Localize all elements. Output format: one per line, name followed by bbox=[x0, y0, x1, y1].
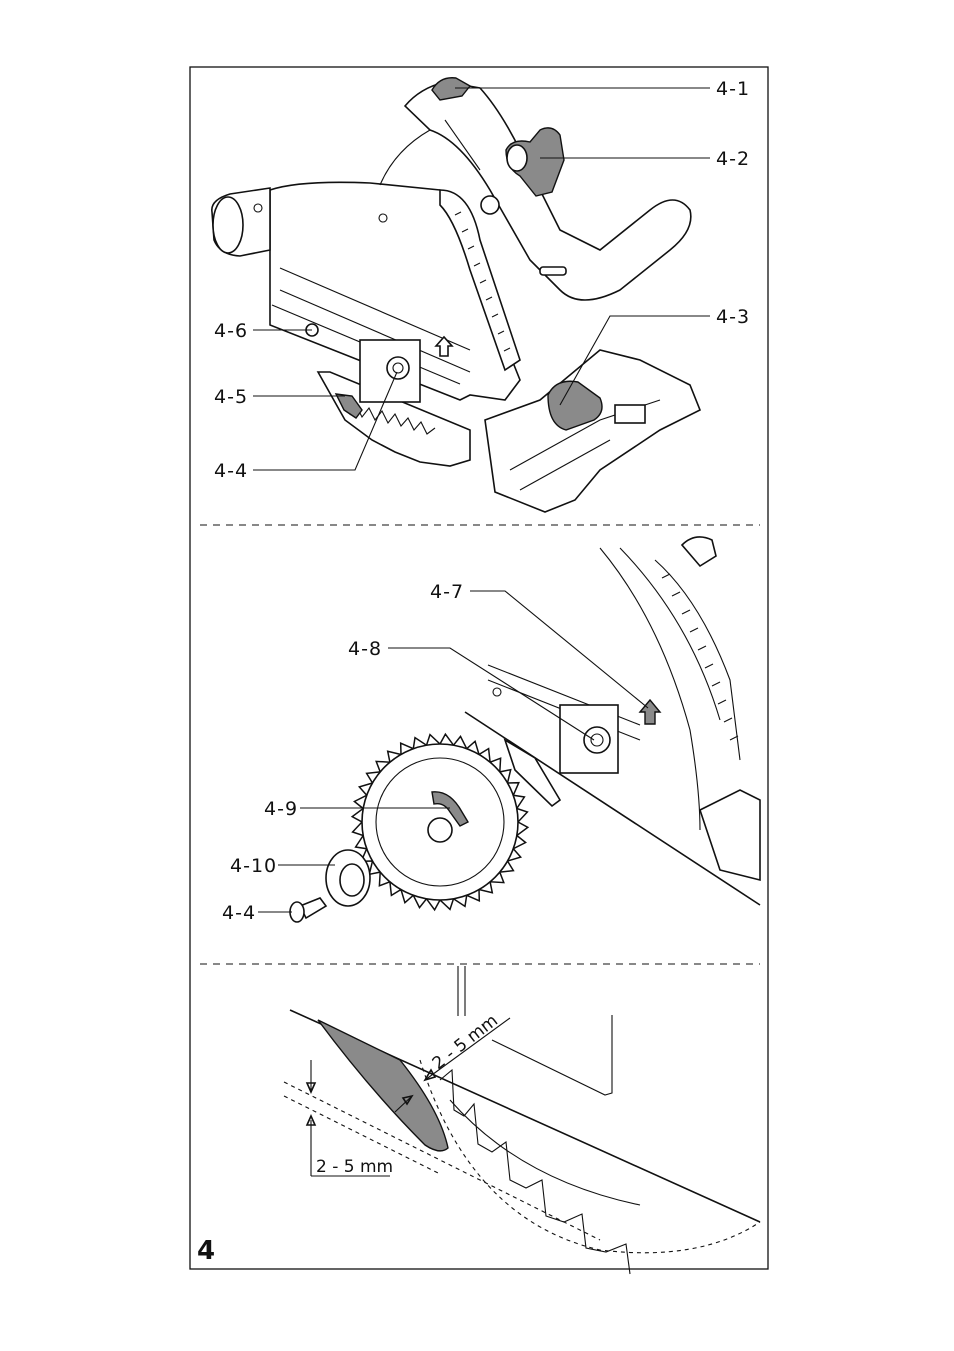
callout-4-6: 4-6 bbox=[214, 320, 248, 342]
callout-4-5: 4-5 bbox=[214, 386, 248, 408]
callout-4-3: 4-3 bbox=[716, 306, 750, 328]
callout-4-4: 4-4 bbox=[214, 460, 248, 482]
callout-4-9: 4-9 bbox=[264, 798, 298, 820]
callout-4-2: 4-2 bbox=[716, 148, 750, 170]
dimension-gap-side: 2 - 5 mm bbox=[316, 1157, 393, 1177]
panel-blade-change bbox=[289, 536, 761, 923]
leaders-panel-1 bbox=[253, 87, 710, 471]
dimension-gap-top: 2 - 5 mm bbox=[429, 1011, 502, 1074]
callout-4-7: 4-7 bbox=[430, 581, 464, 603]
saw-blade bbox=[350, 732, 530, 912]
panel-gap-detail bbox=[283, 966, 761, 1275]
callout-4-10: 4-10 bbox=[230, 855, 277, 877]
leaders-panel-2 bbox=[258, 590, 649, 913]
callout-4-1: 4-1 bbox=[716, 78, 750, 100]
panel-saw-overview bbox=[211, 77, 702, 513]
callout-4-4-second: 4-4 bbox=[222, 902, 256, 924]
figure-number: 4 bbox=[197, 1236, 215, 1266]
figure-frame bbox=[189, 66, 769, 1270]
callout-4-8: 4-8 bbox=[348, 638, 382, 660]
